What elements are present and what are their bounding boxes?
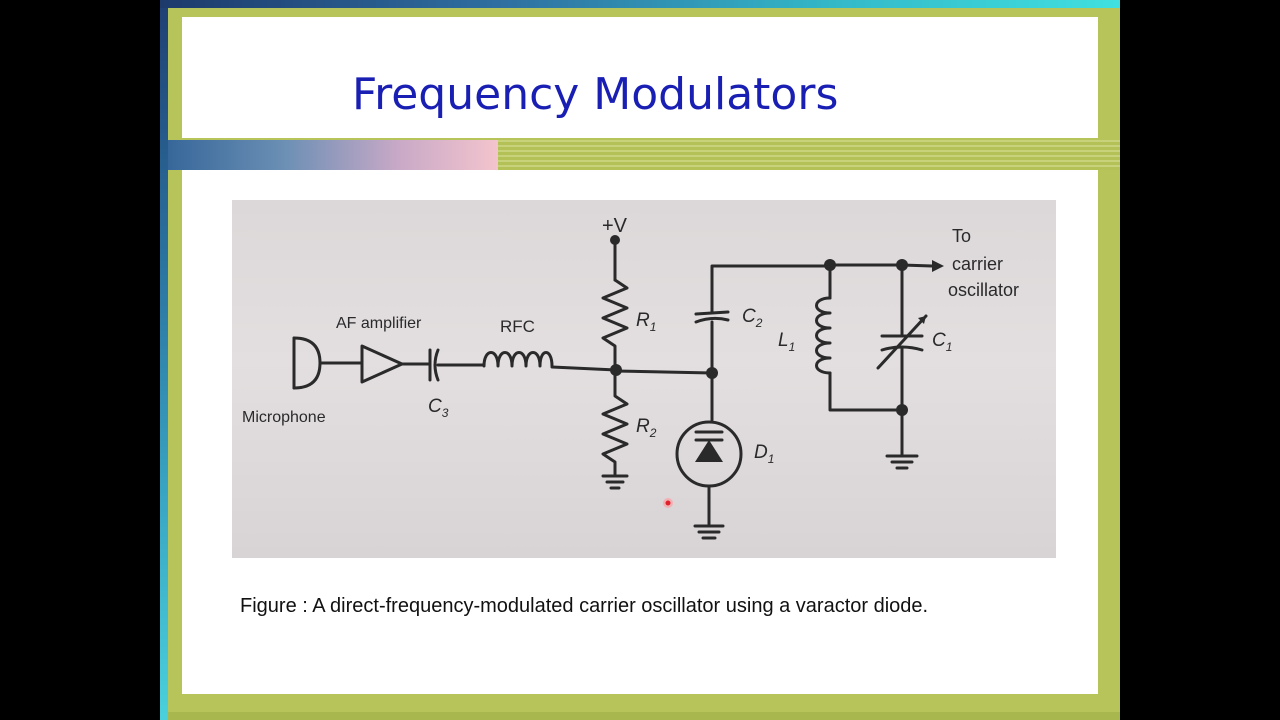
label-microphone: Microphone bbox=[242, 409, 326, 426]
resistor-r1-symbol bbox=[601, 278, 629, 372]
resistor-r2-symbol bbox=[601, 368, 629, 476]
wire-bias-varactor bbox=[614, 369, 714, 375]
label-l1: L1 bbox=[778, 330, 795, 354]
label-c3: C3 bbox=[428, 396, 449, 420]
label-supply: +V bbox=[602, 215, 628, 237]
label-output-line-2: carrier bbox=[952, 254, 1003, 274]
label-rfc: RFC bbox=[500, 317, 535, 336]
slide-title: Frequency Modulators bbox=[352, 69, 839, 120]
wire-l1-bottom bbox=[828, 371, 904, 412]
output-arrow-icon bbox=[932, 260, 944, 272]
content-box: +V To carrier oscillator AF amplifier RF… bbox=[182, 170, 1098, 694]
label-output-line-3: oscillator bbox=[948, 280, 1019, 300]
label-c1: C1 bbox=[932, 330, 952, 354]
label-output-line-1: To bbox=[952, 226, 971, 246]
label-c2: C2 bbox=[742, 306, 763, 330]
af-amplifier-symbol bbox=[360, 344, 404, 384]
wire-rfc-node bbox=[550, 365, 618, 372]
decorative-band-gradient bbox=[168, 140, 498, 170]
inductor-l1-symbol bbox=[815, 296, 832, 375]
supply-node bbox=[610, 235, 620, 245]
top-accent-strip bbox=[160, 0, 1120, 8]
slide: Frequency Modulators bbox=[160, 0, 1120, 720]
label-af-amplifier: AF amplifier bbox=[336, 315, 422, 332]
wire-output bbox=[900, 263, 934, 268]
ground-varactor-symbol bbox=[693, 524, 725, 540]
circuit-diagram: +V To carrier oscillator AF amplifier RF… bbox=[242, 215, 1019, 540]
ground-r2-symbol bbox=[601, 474, 629, 490]
ground-tank-symbol bbox=[885, 454, 919, 470]
bottom-accent-strip bbox=[168, 712, 1120, 720]
title-box: Frequency Modulators bbox=[182, 17, 1098, 138]
microphone-symbol bbox=[292, 336, 322, 390]
label-r1: R1 bbox=[636, 310, 656, 334]
left-accent-strip bbox=[160, 0, 168, 720]
figure-caption: Figure : A direct-frequency-modulated ca… bbox=[240, 595, 929, 617]
laser-pointer-dot bbox=[663, 498, 673, 508]
label-r2: R2 bbox=[636, 416, 657, 440]
decorative-band-stripes bbox=[498, 140, 1120, 170]
inductor-rfc-symbol bbox=[482, 351, 554, 368]
wire-c2-top bbox=[710, 264, 834, 314]
circuit-diagram-image: +V To carrier oscillator AF amplifier RF… bbox=[232, 200, 1056, 558]
label-d1: D1 bbox=[754, 442, 774, 466]
capacitor-c3-symbol bbox=[428, 348, 440, 382]
varactor-diode-d1-symbol bbox=[675, 420, 743, 488]
